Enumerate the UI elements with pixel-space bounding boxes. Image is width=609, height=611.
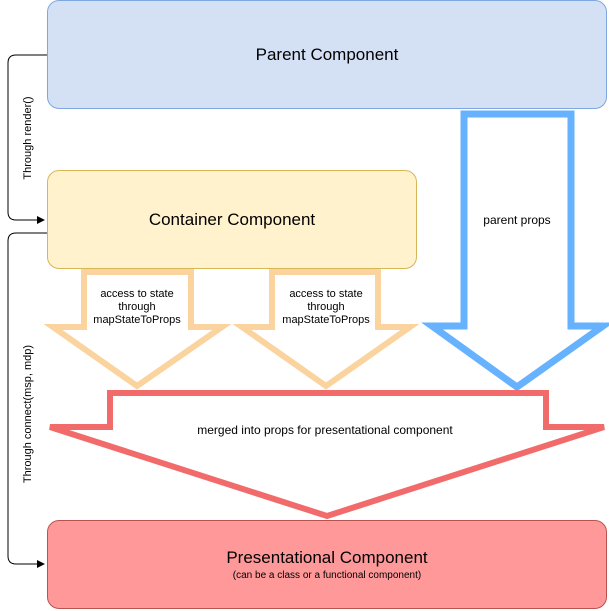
parent-component-box: Parent Component [47, 0, 607, 109]
state-arrow-right-line1: access to state [289, 288, 363, 300]
connect-connector-label: Through connect(msp, mdp) [22, 344, 34, 484]
state-arrow-right-line3: mapStateToProps [282, 314, 370, 326]
presentational-component-label: Presentational Component [226, 548, 428, 567]
container-component-box: Container Component [47, 170, 417, 269]
parent-props-label: parent props [483, 213, 551, 227]
state-arrow-right-label: access to state through mapStateToProps [269, 288, 383, 327]
presentational-component-sublabel: (can be a class or a functional componen… [232, 570, 422, 581]
state-arrow-left-line2: through [118, 301, 156, 313]
merged-props-label: merged into props for presentational com… [197, 423, 453, 437]
connect-connector [7, 232, 47, 568]
state-arrow-left [43, 269, 232, 390]
merge-arrow [49, 390, 605, 520]
parent-component-label: Parent Component [255, 44, 399, 64]
state-arrow-left-label: access to state through mapStateToProps [80, 288, 194, 327]
parent-props-arrow [421, 110, 609, 392]
state-arrow-right-line2: through [307, 301, 345, 313]
container-component-label: Container Component [148, 209, 316, 229]
state-arrow-left-line3: mapStateToProps [93, 314, 181, 326]
state-arrow-left-line1: access to state [100, 288, 174, 300]
render-connector [7, 54, 47, 224]
state-arrow-right [232, 269, 420, 390]
presentational-component-box: Presentational Component (can be a class… [47, 520, 607, 609]
render-connector-label: Through render() [22, 96, 34, 180]
